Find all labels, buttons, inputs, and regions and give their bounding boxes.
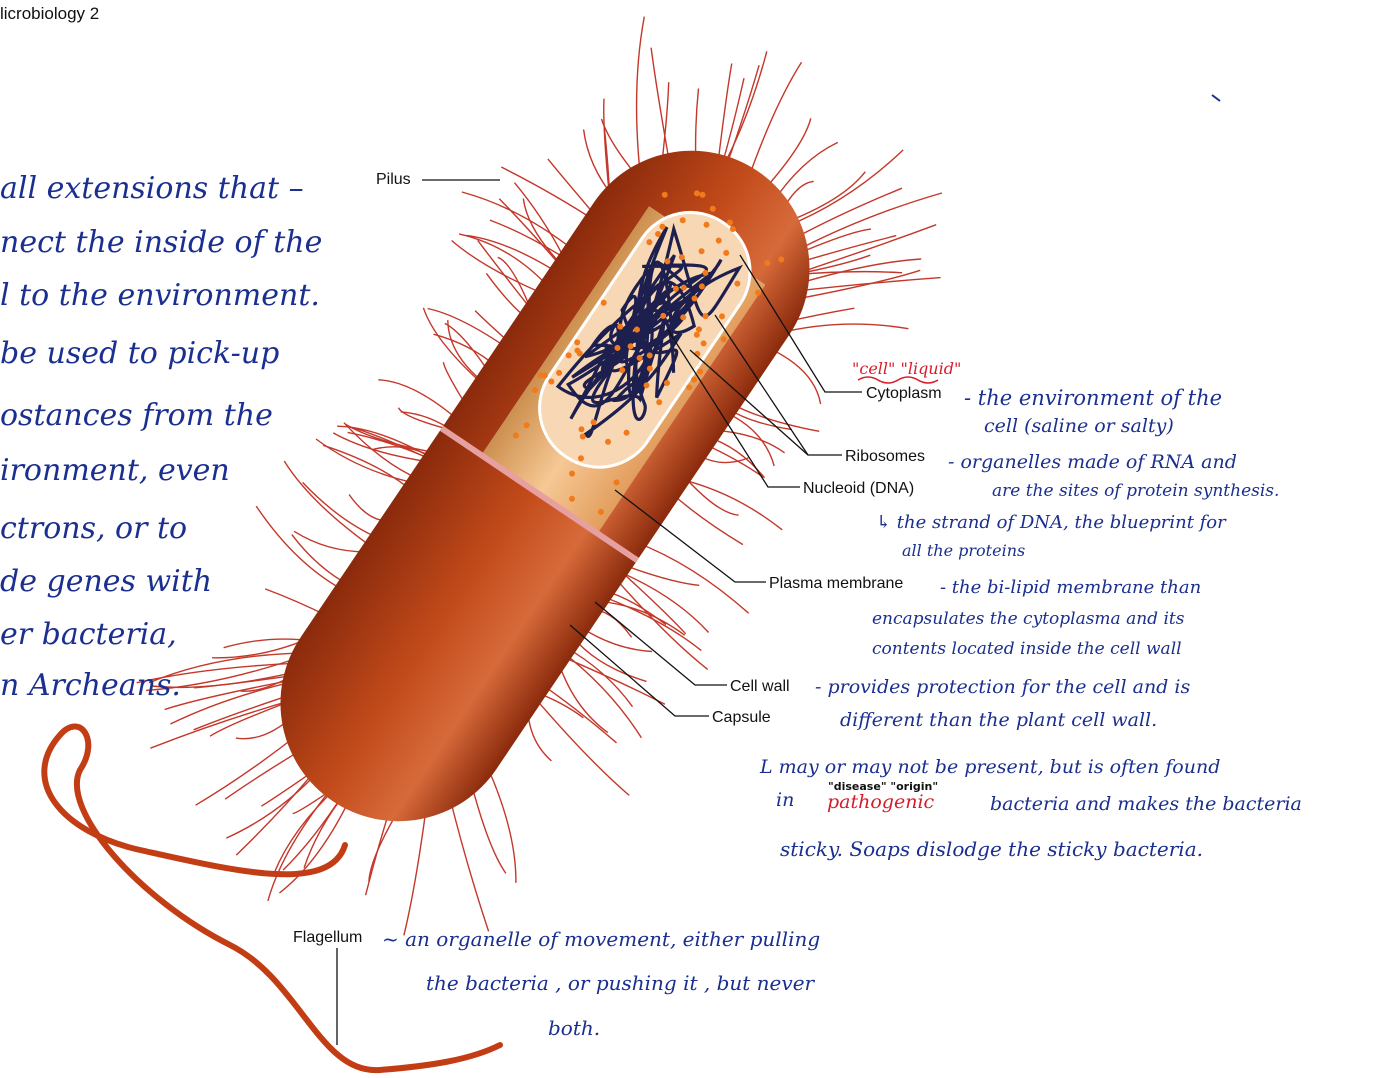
pilus-strand bbox=[532, 695, 629, 796]
pilus-strand bbox=[618, 568, 686, 634]
note-cellwall-line: - provides protection for the cell and i… bbox=[815, 676, 1190, 698]
pilus-strand bbox=[226, 770, 320, 839]
label-nucleoid: Nucleoid (DNA) bbox=[803, 480, 914, 497]
note-flagellum-line: both. bbox=[548, 1016, 600, 1040]
pilus-strand bbox=[256, 506, 346, 591]
pilus-strand bbox=[794, 236, 896, 264]
note-pilus-line: de genes with bbox=[0, 564, 212, 599]
pilus-strand bbox=[724, 65, 759, 171]
label-cell-wall: Cell wall bbox=[730, 678, 790, 695]
label-pilus: Pilus bbox=[376, 171, 411, 188]
stray-pen-mark bbox=[1212, 95, 1220, 101]
pilus-strand bbox=[635, 542, 748, 613]
label-capsule: Capsule bbox=[712, 709, 771, 726]
note-plasma-line: contents located inside the cell wall bbox=[872, 639, 1182, 659]
note-capsule-pathogenic: pathogenic bbox=[827, 791, 935, 813]
label-plasma-membrane: Plasma membrane bbox=[769, 575, 903, 592]
note-capsule-in: in bbox=[776, 789, 794, 811]
note-flagellum-line: the bacteria , or pushing it , but never bbox=[426, 971, 816, 995]
note-nucleoid-line: ↳ the strand of DNA, the blueprint for bbox=[876, 512, 1227, 533]
pilus-strand bbox=[490, 220, 569, 261]
pilus-strand bbox=[794, 272, 902, 275]
note-cytoplasm-line: - the environment of the bbox=[964, 386, 1222, 410]
note-pilus-line: nect the inside of the bbox=[0, 225, 322, 260]
pilus-strand bbox=[236, 767, 318, 855]
pilus-strand bbox=[669, 491, 743, 544]
pilus-strand bbox=[196, 733, 301, 806]
note-pilus-line: ctrons, or to bbox=[0, 511, 187, 546]
cell-body bbox=[235, 105, 856, 867]
note-plasma-line: - the bi-lipid membrane than bbox=[940, 577, 1201, 598]
note-capsule-line: L may or may not be present, but is ofte… bbox=[759, 756, 1220, 778]
pilus-strand bbox=[721, 51, 767, 170]
note-pilus-line: all extensions that – bbox=[0, 171, 304, 206]
label-ribosomes: Ribosomes bbox=[845, 448, 925, 465]
note-ribosomes-line: - organelles made of RNA and bbox=[948, 451, 1237, 473]
pilus-strand bbox=[449, 793, 489, 931]
note-pilus: all extensions that – nect the inside of… bbox=[0, 171, 322, 703]
pilus-strand bbox=[470, 779, 506, 874]
pilus-strand bbox=[467, 235, 560, 274]
label-cytoplasm: Cytoplasm bbox=[866, 385, 942, 402]
label-flagellum: Flagellum bbox=[293, 929, 362, 946]
pilus-strand bbox=[540, 683, 617, 743]
note-ribosomes-line: are the sites of protein synthesis. bbox=[992, 481, 1279, 501]
pilus-strand bbox=[637, 17, 645, 180]
note-pilus-line: n Archeans. bbox=[0, 668, 181, 703]
note-pilus-line: be used to pick-up bbox=[0, 336, 279, 371]
note-pilus-line: l to the environment. bbox=[0, 278, 320, 313]
pilus-strand bbox=[499, 199, 563, 269]
note-cytoplasm-etymology: "cell" "liquid" bbox=[852, 359, 961, 378]
note-cellwall-line: different than the plant cell wall. bbox=[840, 709, 1157, 731]
note-pilus-line: ironment, even bbox=[0, 453, 230, 488]
pilus-strand bbox=[284, 461, 374, 549]
pilus-strand bbox=[303, 482, 381, 539]
pilus-strand bbox=[776, 324, 909, 334]
pilus-strand bbox=[428, 309, 510, 350]
note-flagellum-line: ~ an organelle of movement, either pulli… bbox=[382, 927, 820, 951]
pilus-strand bbox=[404, 802, 427, 936]
pilus-strand bbox=[478, 240, 534, 312]
note-plasma-line: encapsulates the cytoplasma and its bbox=[872, 609, 1185, 629]
note-cytoplasm-line: cell (saline or salty) bbox=[984, 415, 1174, 437]
note-capsule-line: bacteria and makes the bacteria bbox=[990, 793, 1302, 815]
note-nucleoid-line: all the proteins bbox=[902, 541, 1025, 560]
note-capsule-line: sticky. Soaps dislodge the sticky bacter… bbox=[780, 837, 1203, 861]
note-pilus-line: er bacteria, bbox=[0, 617, 177, 652]
note-pilus-line: ostances from the bbox=[0, 398, 273, 433]
